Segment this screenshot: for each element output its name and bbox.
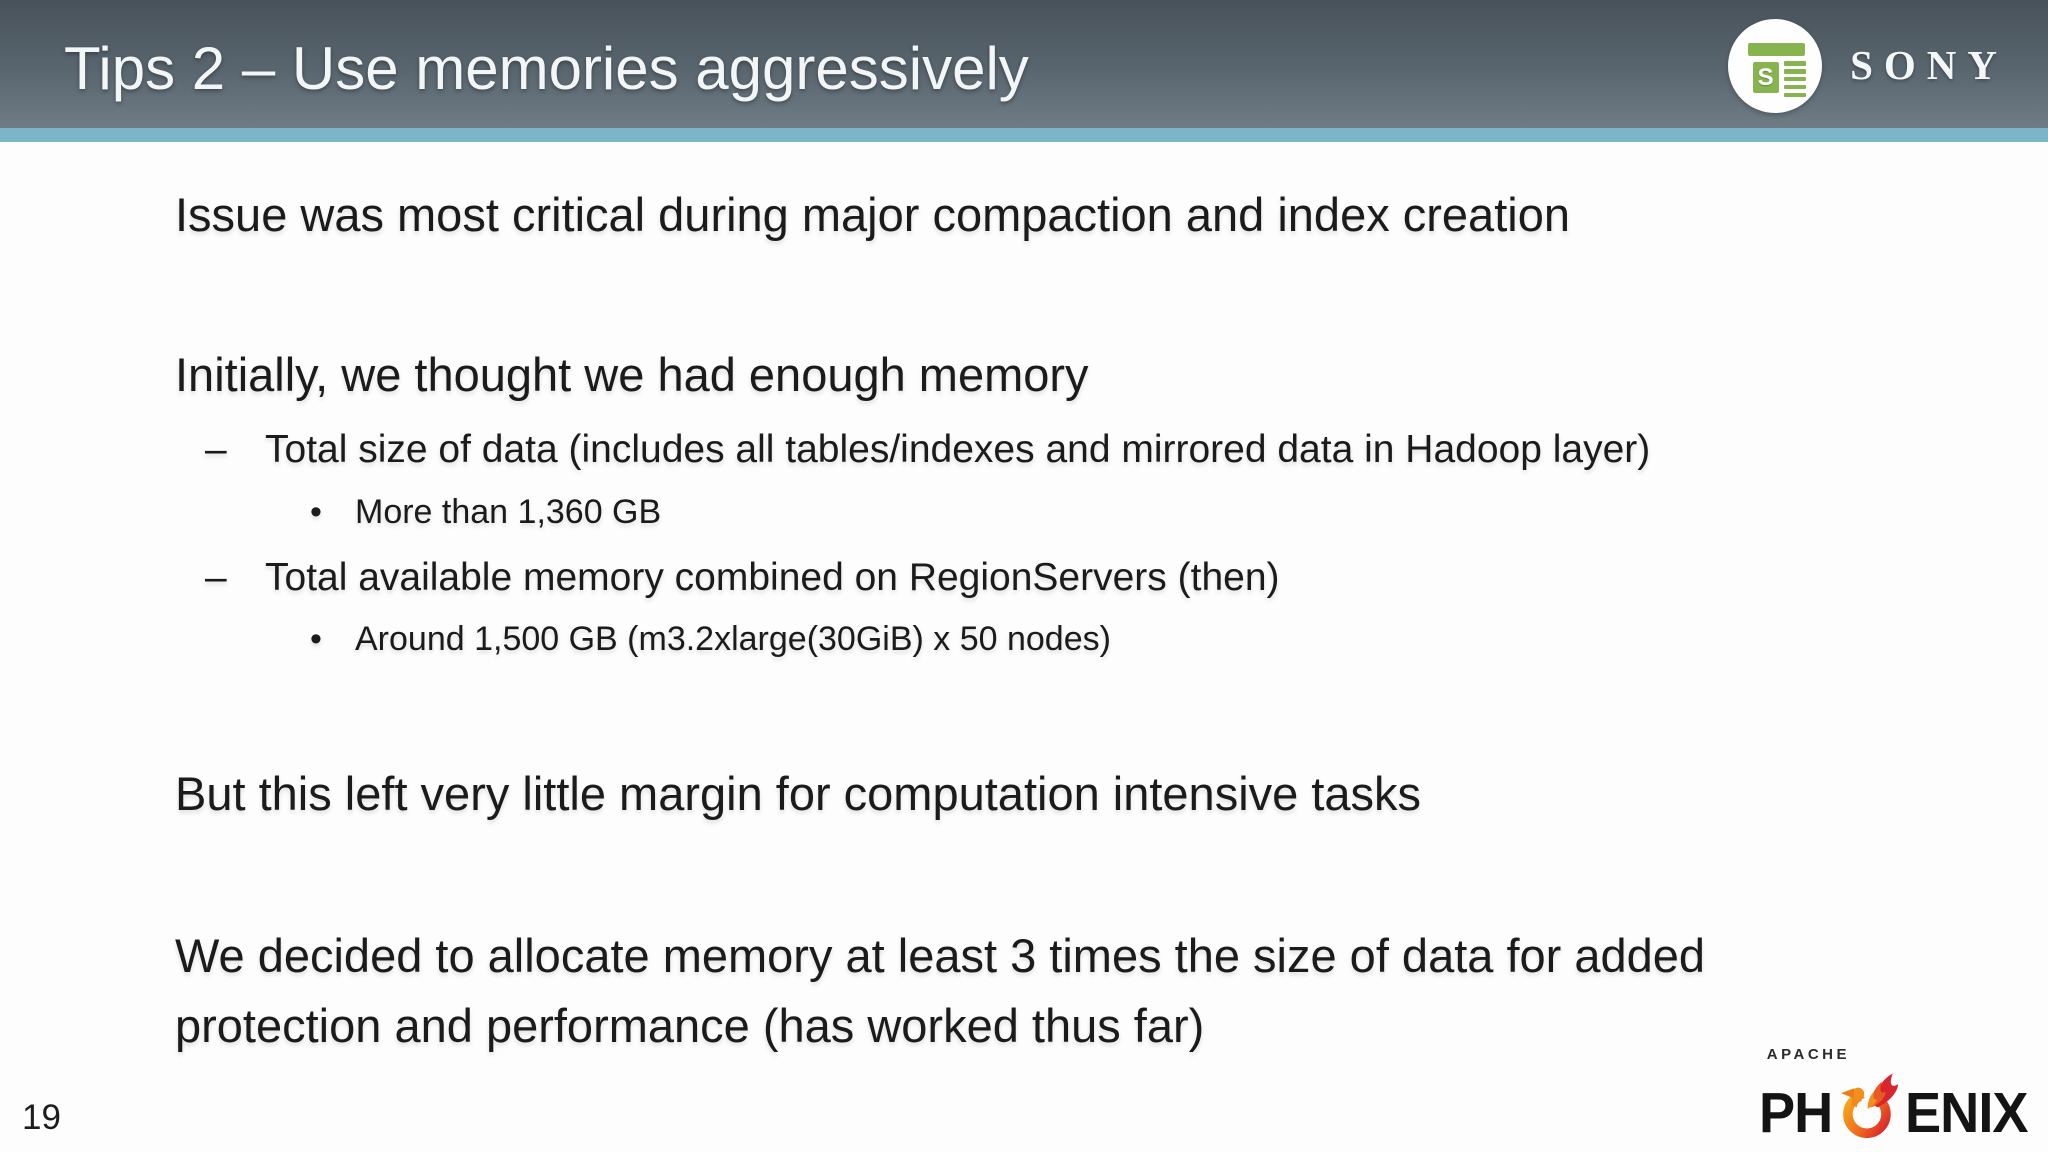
dash-bullet-icon: –	[205, 556, 227, 599]
sony-news-app-icon: S	[1728, 19, 1823, 113]
page-number: 19	[22, 1098, 61, 1137]
dot-bullet-icon: •	[310, 493, 322, 531]
bullet-allocate-3x: We decided to allocate memory at least 3…	[100, 921, 1705, 1061]
sony-logo: S SONY	[1728, 0, 2008, 128]
subsubbullet-memory-value: • Around 1,500 GB (m3.2xlarge(30GiB) x 5…	[310, 618, 1111, 661]
bullet-little-margin: But this left very little margin for com…	[100, 764, 1421, 823]
icon-text-line	[1783, 77, 1807, 82]
phoenix-wordmark-ph: PH	[1758, 1081, 1833, 1145]
bullet-enough-memory: Initially, we thought we had enough memo…	[100, 345, 1089, 404]
phoenix-wordmark: PH ENIX	[1759, 1067, 2034, 1142]
bullet-text: More than 1,360 GB	[355, 493, 662, 531]
bullet-text: Around 1,500 GB (m3.2xlarge(30GiB) x 50 …	[355, 620, 1111, 658]
slide-header: Tips 2 – Use memories aggressively S SON…	[0, 0, 2048, 128]
bullet-text: But this left very little margin for com…	[175, 767, 1422, 820]
bullet-issue-critical: Issue was most critical during major com…	[100, 185, 1570, 244]
icon-header-bar	[1747, 43, 1806, 56]
bullet-text: Issue was most critical during major com…	[175, 188, 1570, 241]
subsubbullet-data-size-value: • More than 1,360 GB	[310, 491, 661, 534]
bullet-text: We decided to allocate memory at least 3…	[175, 929, 1706, 1052]
slide-title: Tips 2 – Use memories aggressively	[64, 35, 1029, 102]
bullet-text: Total available memory combined on Regio…	[265, 556, 1280, 599]
apache-phoenix-logo: APACHE PH ENIX	[1759, 1046, 2034, 1142]
icon-text-line	[1783, 61, 1807, 66]
apache-label: APACHE	[1766, 1046, 1850, 1063]
phoenix-bird-icon	[1841, 1073, 1900, 1138]
subbullet-available-memory: – Total available memory combined on Reg…	[205, 553, 1280, 602]
dot-bullet-icon: •	[310, 620, 322, 658]
icon-text-line	[1783, 69, 1807, 74]
icon-text-line	[1783, 85, 1807, 90]
icon-text-line	[1783, 93, 1807, 98]
dash-bullet-icon: –	[205, 428, 227, 471]
phoenix-wordmark-enix: ENIX	[1904, 1081, 2029, 1145]
bullet-text: Initially, we thought we had enough memo…	[175, 348, 1089, 401]
bullet-text: Total size of data (includes all tables/…	[265, 428, 1651, 471]
subbullet-total-data-size: – Total size of data (includes all table…	[205, 425, 1650, 474]
header-accent-stripe	[0, 128, 2048, 142]
sony-wordmark: SONY	[1850, 42, 2008, 88]
icon-letter-tile: S	[1752, 62, 1779, 94]
